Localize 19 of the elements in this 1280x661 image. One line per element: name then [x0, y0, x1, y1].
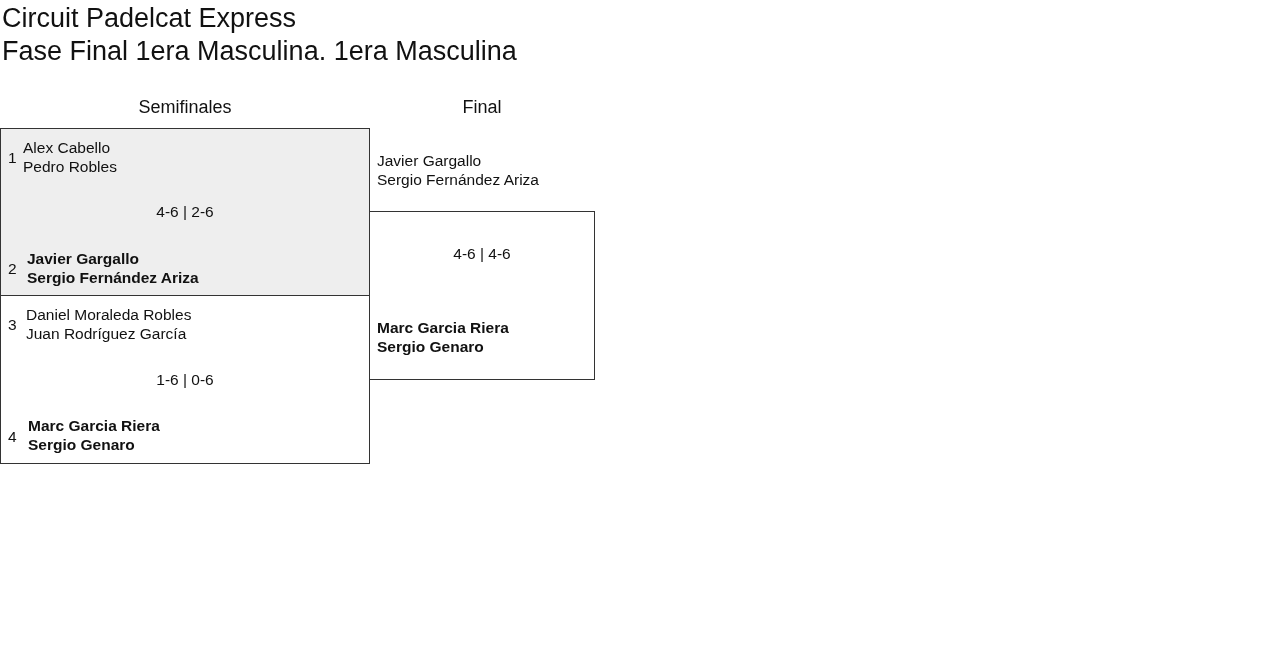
match-score: 4-6 | 2-6	[155, 202, 215, 221]
diagram-title: Circuit Padelcat Express	[2, 2, 297, 34]
team-name: Daniel Moraleda Robles Juan Rodríguez García	[26, 305, 192, 343]
match-box	[0, 128, 370, 296]
match-score: 4-6 | 4-6	[452, 244, 512, 263]
subtitle: Fase Final 1era Masculina. 1era Masculina	[2, 35, 517, 67]
team-name: Marc Garcia Riera Sergio Genaro	[28, 416, 160, 454]
seed-number: 1	[8, 148, 17, 167]
team-name: Javier Gargallo Sergio Fernández Ariza	[377, 151, 539, 189]
seed-number: 2	[8, 259, 17, 278]
round-heading: Final	[461, 96, 503, 118]
seed-number: 3	[8, 315, 17, 334]
match-box	[0, 295, 370, 464]
match-score: 1-6 | 0-6	[155, 370, 215, 389]
team-name: Alex Cabello Pedro Robles	[23, 138, 117, 176]
team-name: Javier Gargallo Sergio Fernández Ariza	[27, 249, 199, 287]
round-heading: Semifinales	[137, 96, 233, 118]
seed-number: 4	[8, 427, 17, 446]
team-name: Marc Garcia Riera Sergio Genaro	[377, 318, 509, 356]
